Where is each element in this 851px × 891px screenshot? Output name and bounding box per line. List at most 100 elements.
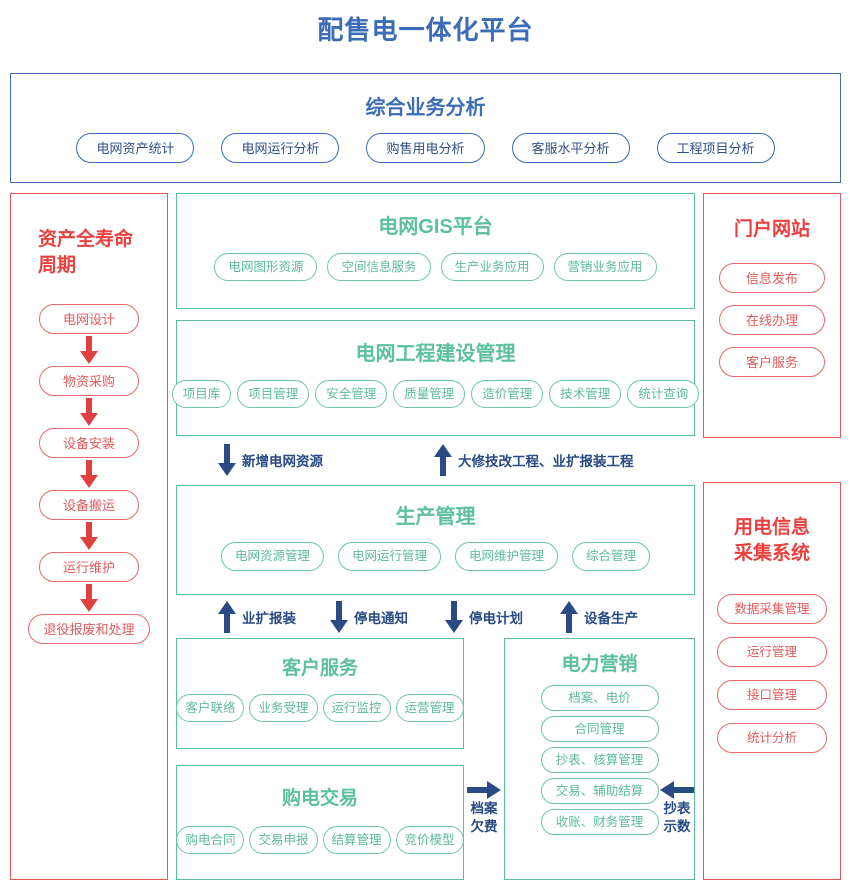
flow-label-archive: 档案 <box>470 801 498 816</box>
up-arrow-icon <box>560 601 578 633</box>
pill-online-handling[interactable]: 在线办理 <box>719 305 825 335</box>
panel-production-management: 生产管理 电网资源管理 电网运行管理 电网维护管理 综合管理 <box>176 485 695 595</box>
pill-trade-declaration[interactable]: 交易申报 <box>249 826 318 854</box>
up-arrow-icon <box>218 601 236 633</box>
panel-comprehensive-business-analysis: 综合业务分析 电网资产统计 电网运行分析 购售用电分析 客服水平分析 工程项目分… <box>10 73 841 183</box>
pill-interface-management[interactable]: 接口管理 <box>717 680 827 711</box>
flow-meter-reading: 抄表 示数 <box>659 781 695 835</box>
pill-data-collection-management[interactable]: 数据采集管理 <box>717 594 827 625</box>
marketing-pill-stack: 档案、电价 合同管理 抄表、核算管理 交易、辅助结算 收账、财务管理 <box>505 685 694 835</box>
down-arrow-icon <box>79 398 99 427</box>
pill-archive-electricity-price[interactable]: 档案、电价 <box>540 685 659 711</box>
pill-customer-service-level-analysis[interactable]: 客服水平分析 <box>511 133 630 163</box>
flow-business-expansion: 业扩报装 <box>218 601 296 633</box>
pill-collection-financial-management[interactable]: 收账、财务管理 <box>540 809 659 835</box>
down-arrow-icon <box>218 444 236 476</box>
pill-grid-operation-management[interactable]: 电网运行管理 <box>337 542 441 571</box>
panel-title-marketing: 电力营销 <box>561 654 638 675</box>
flow-label-arrears: 欠费 <box>470 819 498 835</box>
pill-production-business-application[interactable]: 生产业务应用 <box>440 253 544 281</box>
pill-engineering-project-analysis[interactable]: 工程项目分析 <box>656 133 775 163</box>
pill-comprehensive-management[interactable]: 综合管理 <box>572 542 651 571</box>
panel-title-grid-engineering: 电网工程建设管理 <box>355 343 516 365</box>
pill-grid-design[interactable]: 电网设计 <box>39 304 139 335</box>
pill-purchase-sale-analysis[interactable]: 购售用电分析 <box>366 133 485 163</box>
down-arrow-icon <box>79 522 99 551</box>
right-arrow-icon <box>467 781 501 799</box>
flow-label-outage-plan: 停电计划 <box>469 611 523 626</box>
panel-title-analytics: 综合业务分析 <box>365 97 486 119</box>
down-arrow-icon <box>330 601 348 633</box>
pill-decommission-scrap-disposal[interactable]: 退役报废和处理 <box>28 614 150 645</box>
pill-grid-graphic-resources[interactable]: 电网图形资源 <box>214 253 318 281</box>
pill-quality-management[interactable]: 质量管理 <box>393 380 466 408</box>
panel-title-customer-service: 客户服务 <box>281 658 358 679</box>
pill-grid-maintenance-management[interactable]: 电网维护管理 <box>455 542 559 571</box>
pill-grid-resource-management[interactable]: 电网资源管理 <box>220 542 324 571</box>
panel-power-consumption-information-collection-system: 用电信息采集系统 数据采集管理 运行管理 接口管理 统计分析 <box>703 482 841 880</box>
panel-customer-service: 客户服务 客户联络 业务受理 运行监控 运营管理 <box>176 638 464 749</box>
panel-title-portal: 门户网站 <box>733 219 810 240</box>
production-pill-row: 电网资源管理 电网运行管理 电网维护管理 综合管理 <box>177 542 694 571</box>
flow-outage-plan: 停电计划 <box>445 601 523 633</box>
pill-safety-management[interactable]: 安全管理 <box>315 380 388 408</box>
pill-cost-management[interactable]: 造价管理 <box>471 380 544 408</box>
analytics-pill-row: 电网资产统计 电网运行分析 购售用电分析 客服水平分析 工程项目分析 <box>11 133 840 163</box>
flow-overhaul-projects: 大修技改工程、业扩报装工程 <box>434 444 634 476</box>
panel-asset-lifecycle: 资产全寿命周期 电网设计 物资采购 设备安装 设备搬运 运行维护 退役报废和处理 <box>10 193 168 880</box>
pill-power-purchase-contract[interactable]: 购电合同 <box>176 826 245 854</box>
grid-engineering-pill-row: 项目库 项目管理 安全管理 质量管理 造价管理 技术管理 统计查询 <box>171 380 700 408</box>
asset-lifecycle-flow: 电网设计 物资采购 设备安装 设备搬运 运行维护 退役报废和处理 <box>11 304 167 645</box>
pill-project-library[interactable]: 项目库 <box>171 380 232 408</box>
pill-material-procurement[interactable]: 物资采购 <box>39 366 139 397</box>
gis-pill-row: 电网图形资源 空间信息服务 生产业务应用 营销业务应用 <box>177 253 694 281</box>
pill-contract-management[interactable]: 合同管理 <box>540 716 659 742</box>
pill-settlement-management[interactable]: 结算管理 <box>322 826 391 854</box>
panel-grid-gis-platform: 电网GIS平台 电网图形资源 空间信息服务 生产业务应用 营销业务应用 <box>176 193 695 309</box>
pill-marketing-business-application[interactable]: 营销业务应用 <box>553 253 657 281</box>
pill-grid-operation-analysis[interactable]: 电网运行分析 <box>221 133 340 163</box>
flow-label-business-expansion: 业扩报装 <box>242 611 296 626</box>
pill-portal-customer-service[interactable]: 客户服务 <box>719 347 825 377</box>
pill-statistical-query[interactable]: 统计查询 <box>627 380 700 408</box>
flow-archive-arrears: 档案 欠费 <box>466 781 502 835</box>
panel-title-asset-lifecycle: 资产全寿命周期 <box>38 229 134 276</box>
panel-power-marketing: 电力营销 档案、电价 合同管理 抄表、核算管理 交易、辅助结算 收账、财务管理 <box>504 638 695 880</box>
pill-trade-auxiliary-settlement[interactable]: 交易、辅助结算 <box>540 778 659 804</box>
pill-meter-reading-accounting[interactable]: 抄表、核算管理 <box>540 747 659 773</box>
pill-collection-operation-management[interactable]: 运行管理 <box>717 637 827 668</box>
pill-spatial-information-service[interactable]: 空间信息服务 <box>327 253 431 281</box>
down-arrow-icon <box>79 584 99 613</box>
panel-title-gis: 电网GIS平台 <box>378 216 493 238</box>
pill-bidding-model[interactable]: 竞价模型 <box>395 826 464 854</box>
panel-title-collection: 用电信息采集系统 <box>733 517 810 564</box>
down-arrow-icon <box>79 460 99 489</box>
flow-outage-notice: 停电通知 <box>330 601 408 633</box>
pill-grid-asset-statistics[interactable]: 电网资产统计 <box>76 133 195 163</box>
flow-label-overhaul-projects: 大修技改工程、业扩报装工程 <box>458 454 634 469</box>
flow-equipment-production: 设备生产 <box>560 601 638 633</box>
flow-label-meter-value: 示数 <box>663 819 691 835</box>
pill-equipment-transport[interactable]: 设备搬运 <box>39 490 139 521</box>
flow-new-grid-resources: 新增电网资源 <box>218 444 323 476</box>
panel-title-production: 生产管理 <box>395 506 476 528</box>
pill-operation-management[interactable]: 运营管理 <box>395 694 464 722</box>
pill-customer-contact[interactable]: 客户联络 <box>176 694 245 722</box>
pill-operation-maintenance[interactable]: 运行维护 <box>39 552 139 583</box>
pill-statistical-analysis[interactable]: 统计分析 <box>717 723 827 754</box>
down-arrow-icon <box>79 336 99 365</box>
panel-power-purchase-trading: 购电交易 购电合同 交易申报 结算管理 竞价模型 <box>176 765 464 880</box>
pill-operation-monitoring[interactable]: 运行监控 <box>322 694 391 722</box>
pill-equipment-installation[interactable]: 设备安装 <box>39 428 139 459</box>
left-arrow-icon <box>660 781 694 799</box>
flow-label-meter-reading: 抄表 <box>663 801 691 816</box>
flow-label-outage-notice: 停电通知 <box>354 611 408 626</box>
pill-project-management[interactable]: 项目管理 <box>237 380 310 408</box>
page-title: 配售电一体化平台 <box>317 15 534 45</box>
pill-technical-management[interactable]: 技术管理 <box>549 380 622 408</box>
down-arrow-icon <box>445 601 463 633</box>
flow-label-equipment-production: 设备生产 <box>584 611 638 626</box>
pill-information-release[interactable]: 信息发布 <box>719 263 825 293</box>
pill-business-acceptance[interactable]: 业务受理 <box>249 694 318 722</box>
